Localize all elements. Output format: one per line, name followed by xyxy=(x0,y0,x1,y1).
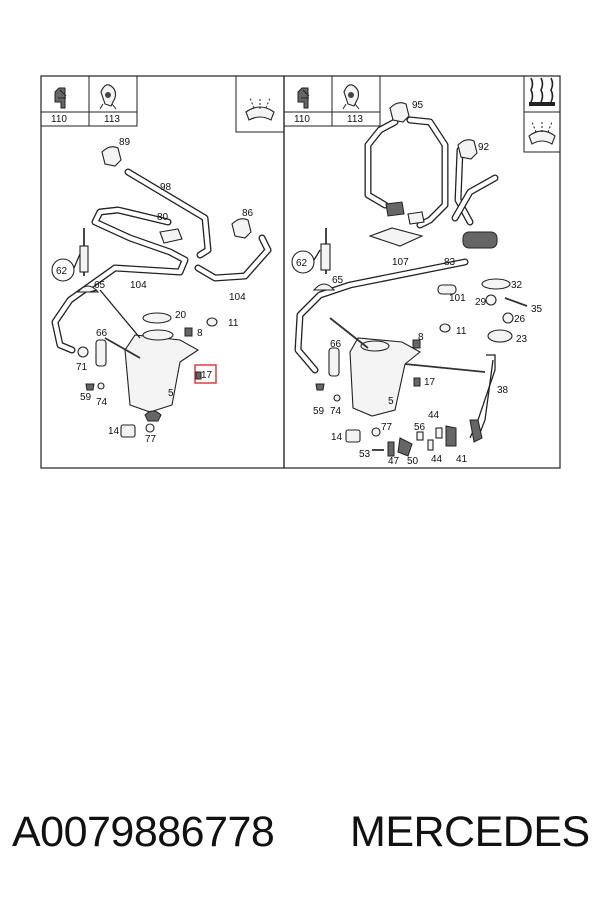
brand-name: MERCEDES xyxy=(350,808,590,856)
fastener-icon xyxy=(342,84,360,110)
callout-14: 14 xyxy=(331,432,343,443)
callout-11: 11 xyxy=(456,326,467,337)
callout-95: 95 xyxy=(412,100,424,111)
fastener-icon xyxy=(99,84,117,110)
callout-62: 62 xyxy=(56,266,68,277)
callout-41: 41 xyxy=(456,454,468,465)
right-panel-frame xyxy=(283,75,561,469)
left-valve-80 xyxy=(159,228,183,244)
callout-56: 56 xyxy=(414,422,426,433)
left-nozzle-86 xyxy=(231,218,252,239)
callout-44b: 44 xyxy=(431,454,443,465)
callout-86: 86 xyxy=(242,208,254,219)
callout-59: 59 xyxy=(80,392,92,403)
callout-circle-62 xyxy=(291,250,315,274)
windscreen-washer-icon xyxy=(245,97,275,121)
clip-icon xyxy=(54,87,67,109)
callout-77: 77 xyxy=(381,422,393,433)
callout-8: 8 xyxy=(197,328,203,339)
right-icon-box-113: 113 xyxy=(331,75,381,127)
callout-29: 29 xyxy=(475,297,487,308)
callout-89: 89 xyxy=(119,137,131,148)
left-icon-label-110: 110 xyxy=(51,114,67,125)
callout-74: 74 xyxy=(96,397,108,408)
highlight-box-17 xyxy=(194,364,217,384)
callout-23: 23 xyxy=(516,334,528,345)
callout-83: 83 xyxy=(444,257,456,268)
callout-80: 80 xyxy=(157,212,169,223)
left-callouts: 89 98 80 86 62 65 104 104 20 8 11 66 71 … xyxy=(51,137,254,445)
callout-32: 32 xyxy=(511,280,523,291)
callout-77: 77 xyxy=(145,434,157,445)
callout-74: 74 xyxy=(330,406,342,417)
callout-104b: 104 xyxy=(229,292,246,303)
callout-38: 38 xyxy=(497,385,509,396)
callout-11: 11 xyxy=(228,318,239,329)
callout-17: 17 xyxy=(201,370,213,381)
callout-5: 5 xyxy=(168,388,174,399)
callout-71: 71 xyxy=(76,362,88,373)
right-icon-label-110: 110 xyxy=(294,114,310,125)
left-symbol-box xyxy=(235,75,285,133)
right-connector-107 xyxy=(368,227,424,247)
callout-66: 66 xyxy=(330,339,342,350)
heated-washer-icon xyxy=(529,77,555,106)
right-symbol-box xyxy=(523,75,561,153)
right-nozzle-92 xyxy=(457,139,478,160)
callout-14: 14 xyxy=(108,426,120,437)
left-icon-box-110: 110 xyxy=(40,75,90,127)
callout-66: 66 xyxy=(96,328,108,339)
right-callouts: 95 92 107 83 62 65 32 101 29 35 26 8 11 … xyxy=(291,100,543,467)
left-reservoir xyxy=(124,334,200,413)
left-icon-box-113: 113 xyxy=(88,75,138,127)
callout-98: 98 xyxy=(160,182,172,193)
part-number: A0079886778 xyxy=(12,808,275,856)
left-pump-66 xyxy=(95,339,107,367)
callout-104a: 104 xyxy=(130,280,147,291)
callout-65: 65 xyxy=(94,280,106,291)
callout-62: 62 xyxy=(296,258,308,269)
callout-17: 17 xyxy=(424,377,436,388)
callout-5: 5 xyxy=(388,396,394,407)
callout-20: 20 xyxy=(175,310,187,321)
callout-26: 26 xyxy=(514,314,526,325)
callout-59: 59 xyxy=(313,406,325,417)
right-icon-label-113: 113 xyxy=(347,114,363,125)
parts-diagram: 110 113 xyxy=(40,75,561,469)
callout-8: 8 xyxy=(418,332,424,343)
right-nozzle-95 xyxy=(389,102,410,123)
callout-53: 53 xyxy=(359,449,371,460)
right-icon-box-110: 110 xyxy=(283,75,333,127)
callout-65: 65 xyxy=(332,275,344,286)
callout-47: 47 xyxy=(388,456,400,467)
clip-icon xyxy=(297,87,310,109)
callout-35: 35 xyxy=(531,304,543,315)
callout-107: 107 xyxy=(392,257,409,268)
left-cap-20 xyxy=(142,312,172,324)
left-icon-label-113: 113 xyxy=(104,114,120,125)
windscreen-washer-icon xyxy=(528,120,556,145)
callout-92: 92 xyxy=(478,142,490,153)
callout-44a: 44 xyxy=(428,410,440,421)
left-level-sensor xyxy=(79,245,89,273)
right-heater-83 xyxy=(462,231,498,249)
callout-50: 50 xyxy=(407,456,419,467)
callout-101: 101 xyxy=(449,293,466,304)
left-nozzle-89 xyxy=(101,146,122,167)
callout-circle-62 xyxy=(51,258,75,282)
